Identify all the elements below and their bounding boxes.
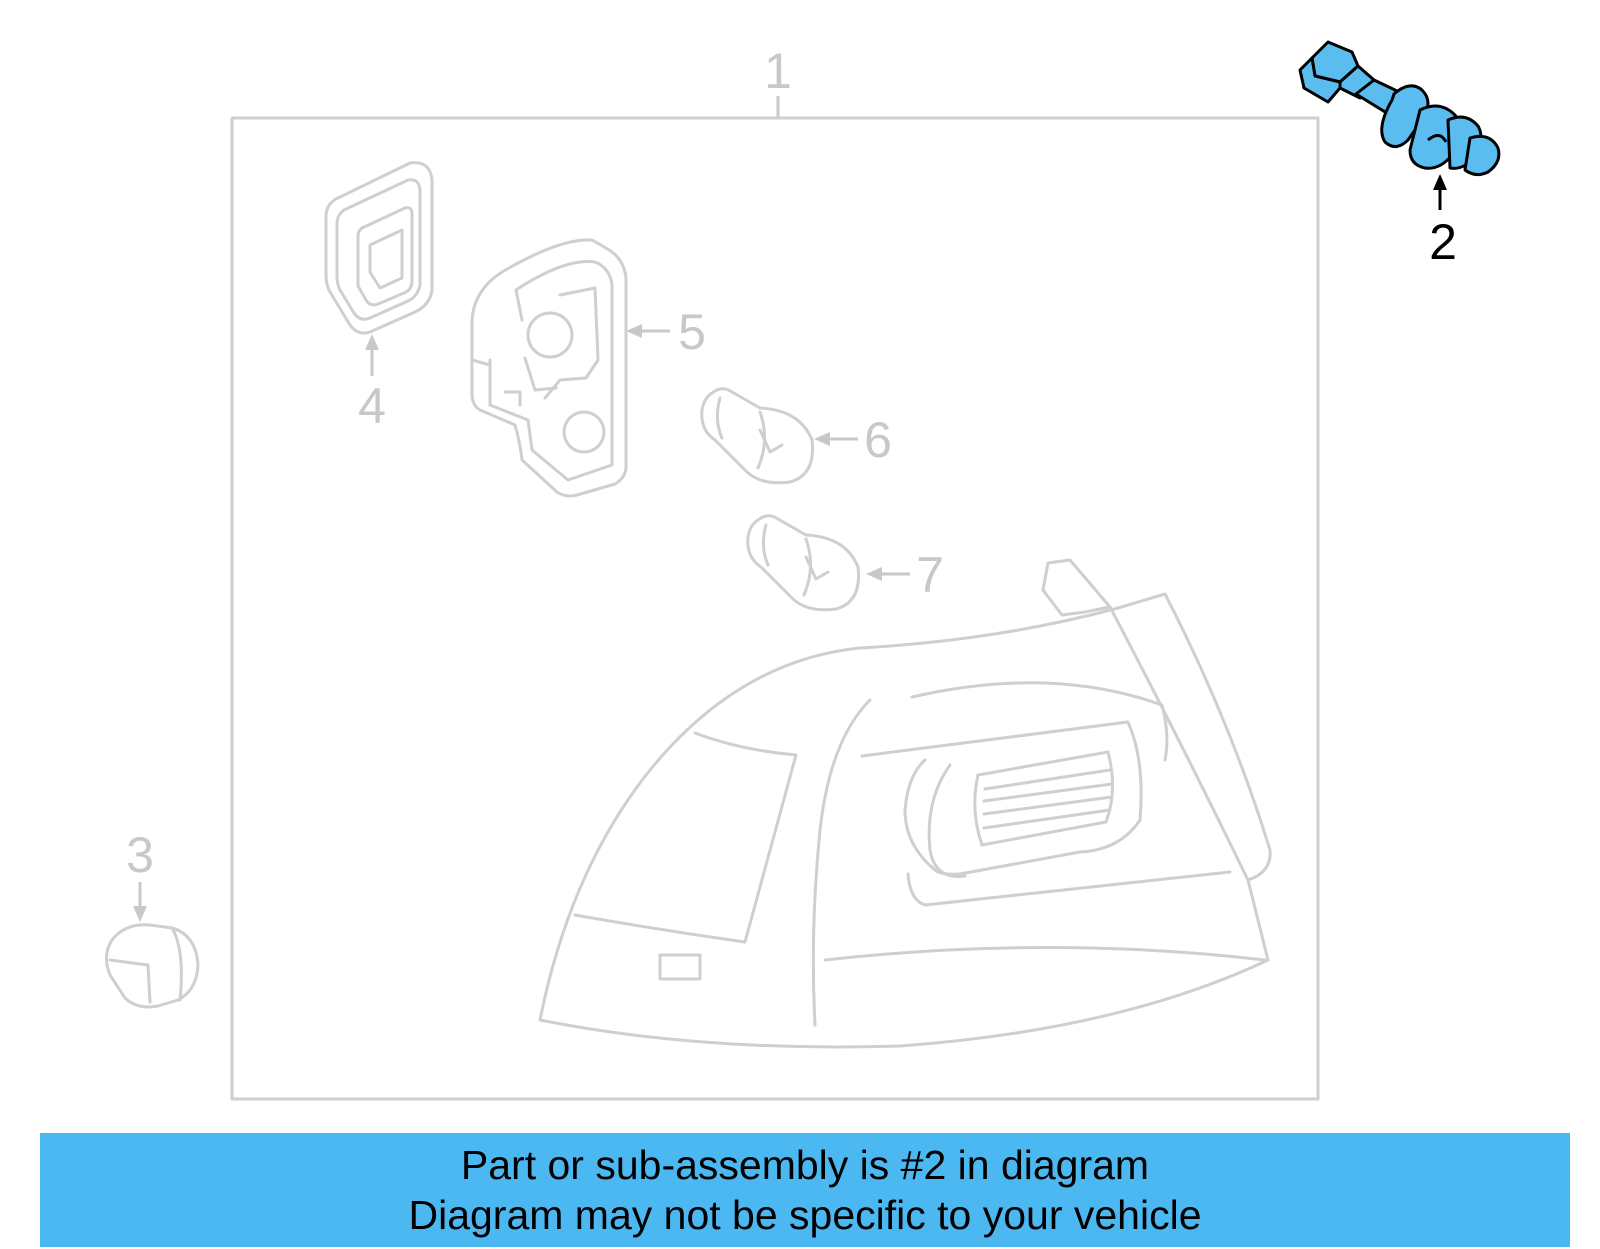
callout-3: 3 bbox=[126, 827, 154, 883]
callout-4-arrowhead bbox=[365, 334, 379, 350]
info-banner: Part or sub-assembly is #2 in diagram Di… bbox=[40, 1133, 1570, 1247]
callout-5-arrowhead bbox=[626, 324, 642, 338]
banner-line-1: Part or sub-assembly is #2 in diagram bbox=[460, 1142, 1150, 1188]
callout-7-arrowhead bbox=[866, 567, 882, 581]
callout-4: 4 bbox=[358, 378, 386, 434]
bulb-carrier-part-5 bbox=[470, 238, 628, 498]
socket-part-2 bbox=[1298, 40, 1501, 177]
callout-6-arrowhead bbox=[814, 432, 830, 446]
bulb-part-7 bbox=[746, 514, 861, 612]
bulb-part-6 bbox=[700, 387, 815, 485]
banner-line-2: Diagram may not be specific to your vehi… bbox=[408, 1192, 1202, 1238]
callout-2: 2 bbox=[1429, 214, 1457, 270]
callout-3-arrowhead bbox=[133, 906, 147, 922]
callout-5: 5 bbox=[678, 304, 706, 360]
assembly-frame bbox=[230, 116, 1320, 1101]
tail-lamp-part-1 bbox=[538, 558, 1272, 1049]
clip-part-3 bbox=[105, 923, 200, 1009]
callout-1: 1 bbox=[764, 43, 792, 99]
gasket-part-4 bbox=[324, 161, 434, 335]
callout-6: 6 bbox=[864, 412, 892, 468]
callout-7: 7 bbox=[916, 547, 944, 603]
callout-2-arrowhead bbox=[1433, 174, 1447, 190]
